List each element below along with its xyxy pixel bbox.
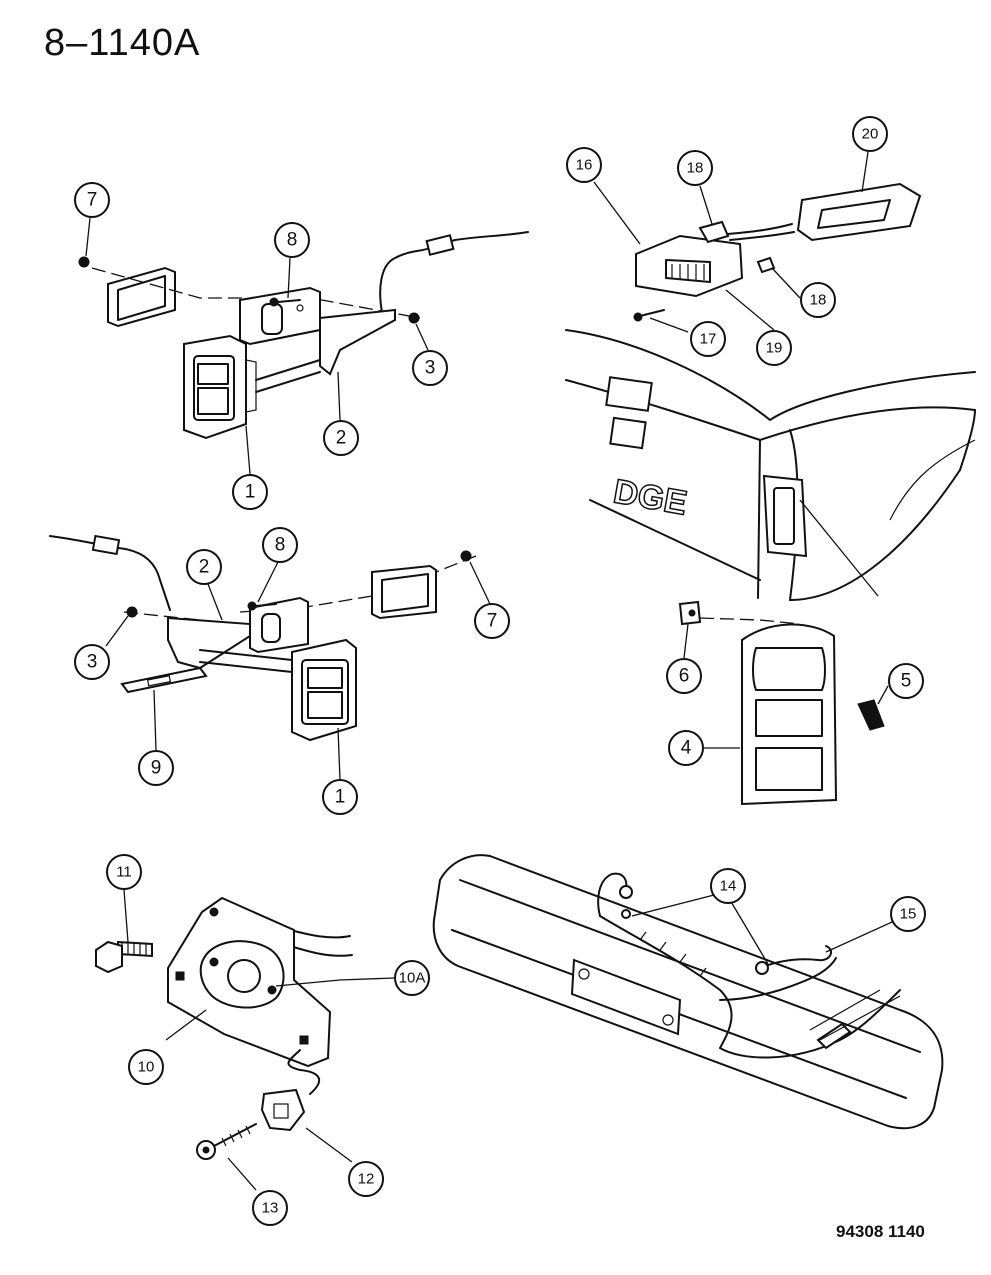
callout-label: 18: [687, 160, 704, 177]
callout-3-upper: 3: [412, 350, 448, 386]
callout-label: 4: [681, 738, 692, 759]
callout-label: 1: [335, 787, 346, 808]
callout-label: 7: [87, 190, 98, 211]
callout-label: 10: [138, 1059, 155, 1076]
callout-1-upper: 1: [232, 474, 268, 510]
callout-label: 8: [275, 535, 286, 556]
callout-6: 6: [666, 658, 702, 694]
callout-label: 3: [87, 652, 98, 673]
callout-13: 13: [252, 1190, 288, 1226]
callout-label: 1: [245, 482, 256, 503]
license-lamp-assembly-upper: [78, 231, 529, 440]
callout-10a: 10A: [394, 960, 430, 996]
callout-label: 2: [336, 428, 347, 449]
callout-18-upper: 18: [677, 150, 713, 186]
callout-label: 13: [262, 1200, 279, 1217]
callout-8-upper: 8: [274, 222, 310, 258]
callout-label: 2: [199, 557, 210, 578]
callout-8-lower: 8: [262, 527, 298, 563]
drawing-number: 94308 1140: [836, 1222, 925, 1241]
callout-7-lower: 7: [474, 603, 510, 639]
license-lamp-assembly-lower: [49, 534, 477, 742]
callout-4: 4: [668, 730, 704, 766]
callout-7-upper: 7: [74, 182, 110, 218]
callout-18-lower: 18: [800, 282, 836, 318]
callout-14: 14: [710, 868, 746, 904]
callout-5: 5: [888, 663, 924, 699]
callout-label: 18: [810, 292, 827, 309]
callout-17: 17: [690, 321, 726, 357]
callout-2-upper: 2: [323, 420, 359, 456]
callout-label: 15: [900, 906, 917, 923]
callout-12: 12: [348, 1161, 384, 1197]
callout-10: 10: [128, 1049, 164, 1085]
callout-20: 20: [852, 116, 888, 152]
callout-19: 19: [756, 330, 792, 366]
callout-label: 11: [116, 864, 132, 881]
callout-15: 15: [890, 896, 926, 932]
callout-label: 20: [862, 126, 879, 143]
callout-label: 14: [720, 878, 737, 895]
callout-label: 7: [487, 611, 498, 632]
callout-label: 16: [576, 157, 593, 174]
rear-bumper: [432, 854, 944, 1130]
callout-label: 8: [287, 230, 298, 251]
truck-rear-body: DGE: [565, 329, 976, 625]
callout-label: 6: [679, 666, 690, 687]
callout-label: 5: [901, 671, 912, 692]
callout-label: 10A: [399, 970, 426, 987]
callout-3-lower: 3: [74, 644, 110, 680]
callout-2-lower: 2: [186, 549, 222, 585]
callout-16: 16: [566, 147, 602, 183]
callout-label: 9: [151, 758, 162, 779]
tail-lamp-assembly: [678, 600, 885, 806]
high-mount-stop-lamp: [633, 182, 922, 322]
callout-1-lower: 1: [322, 779, 358, 815]
callout-label: 12: [358, 1171, 375, 1188]
callout-label: 17: [700, 331, 717, 348]
leader-lines: [85, 151, 893, 1191]
trailer-connector-bracket: [95, 896, 353, 1160]
page-title: 8–1140A: [44, 22, 201, 64]
callout-label: 3: [425, 358, 436, 379]
callout-11: 11: [106, 854, 142, 890]
callout-label: 19: [766, 340, 783, 357]
callout-9: 9: [138, 750, 174, 786]
